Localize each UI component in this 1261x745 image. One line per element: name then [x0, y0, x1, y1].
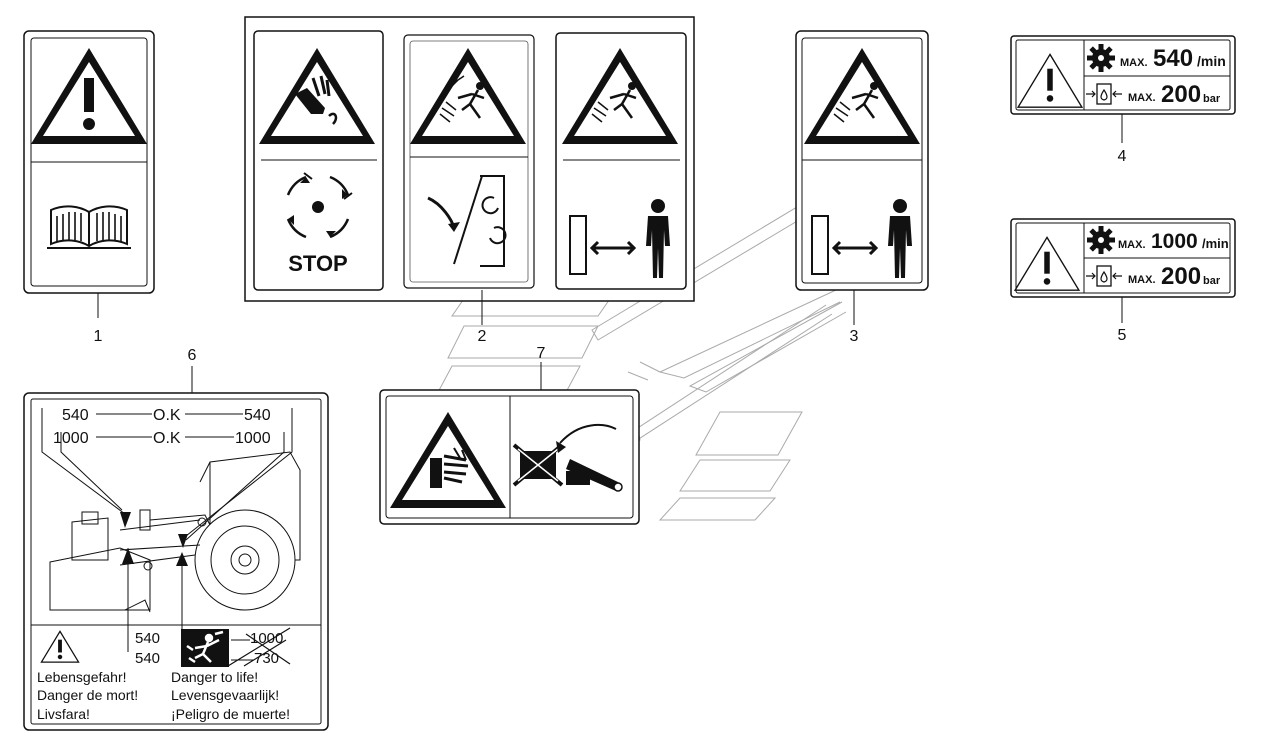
- callout-5: 5: [1118, 327, 1127, 344]
- row2-left: 1000: [53, 430, 89, 447]
- decal-1: [23, 30, 155, 318]
- gear-icon: [1087, 44, 1115, 72]
- cover-rotation-icon: [427, 175, 507, 267]
- row2-right: 1000: [235, 430, 271, 447]
- bottom-left-1: 540: [135, 630, 160, 647]
- warning-nl: Levensgevaarlijk!: [171, 687, 279, 703]
- warning-de: Lebensgefahr!: [37, 669, 127, 685]
- thrown-object-icon: [562, 48, 678, 144]
- row1-left: 540: [62, 407, 89, 424]
- max-pressure-value: 200: [1161, 263, 1201, 290]
- max-speed-value: 1000: [1151, 230, 1198, 253]
- callout-2: 2: [478, 328, 487, 345]
- safety-distance-icon: [569, 199, 670, 278]
- max-speed-prefix: MAX.: [1120, 57, 1148, 69]
- warning-triangle-icon: [1016, 53, 1084, 108]
- manual-book-icon: [47, 205, 131, 249]
- hand-crush-icon: [390, 412, 506, 508]
- bottom-right-2: 730: [254, 650, 279, 667]
- pressure-unit: bar: [1203, 93, 1221, 105]
- callout-4: 4: [1118, 148, 1127, 165]
- decal-5: MAX. 1000 /min MAX. 200 bar: [1010, 218, 1236, 323]
- speed-unit: /min: [1202, 236, 1229, 251]
- warning-triangle-icon: [40, 630, 80, 663]
- thrown-object-icon: [410, 48, 526, 144]
- decal-7: [379, 362, 640, 525]
- safety-distance-icon: [811, 199, 912, 278]
- callout-7: 7: [537, 345, 546, 362]
- decal-4: MAX. 540 /min MAX. 200 bar: [1010, 35, 1236, 143]
- max-pressure-value: 200: [1161, 81, 1201, 108]
- max-speed-value: 540: [1153, 45, 1193, 72]
- row1-right: 540: [244, 407, 271, 424]
- thrown-object-icon: [804, 48, 920, 144]
- no-hands-icon: [512, 424, 623, 492]
- warning-sv: Livsfara!: [37, 706, 90, 722]
- callout-3: 3: [850, 328, 859, 345]
- max-pressure-prefix: MAX.: [1128, 92, 1156, 104]
- speed-unit: /min: [1197, 53, 1226, 69]
- gear-icon: [1087, 226, 1115, 254]
- hand-crush-icon: [259, 48, 375, 144]
- callout-1: 1: [94, 328, 103, 345]
- warning-triangle-icon: [1013, 236, 1081, 291]
- callout-6: 6: [188, 347, 197, 364]
- decal-6: 540 O.K 540 1000 O.K 1000: [23, 366, 329, 731]
- rotating-blades-stop-icon: [286, 172, 353, 239]
- pressure-unit: bar: [1203, 275, 1221, 287]
- row2-mid: O.K: [153, 430, 181, 447]
- warning-triangle-icon: [31, 48, 147, 144]
- max-speed-prefix: MAX.: [1118, 239, 1146, 251]
- max-pressure-prefix: MAX.: [1128, 274, 1156, 286]
- warning-es: ¡Peligro de muerte!: [171, 706, 290, 722]
- stop-label: STOP: [288, 251, 348, 276]
- decal-3: [795, 30, 929, 325]
- decal-2: STOP: [244, 16, 695, 325]
- bottom-left-2: 540: [135, 650, 160, 667]
- warning-fr: Danger de mort!: [37, 687, 138, 703]
- warning-en: Danger to life!: [171, 669, 258, 685]
- row1-mid: O.K: [153, 407, 181, 424]
